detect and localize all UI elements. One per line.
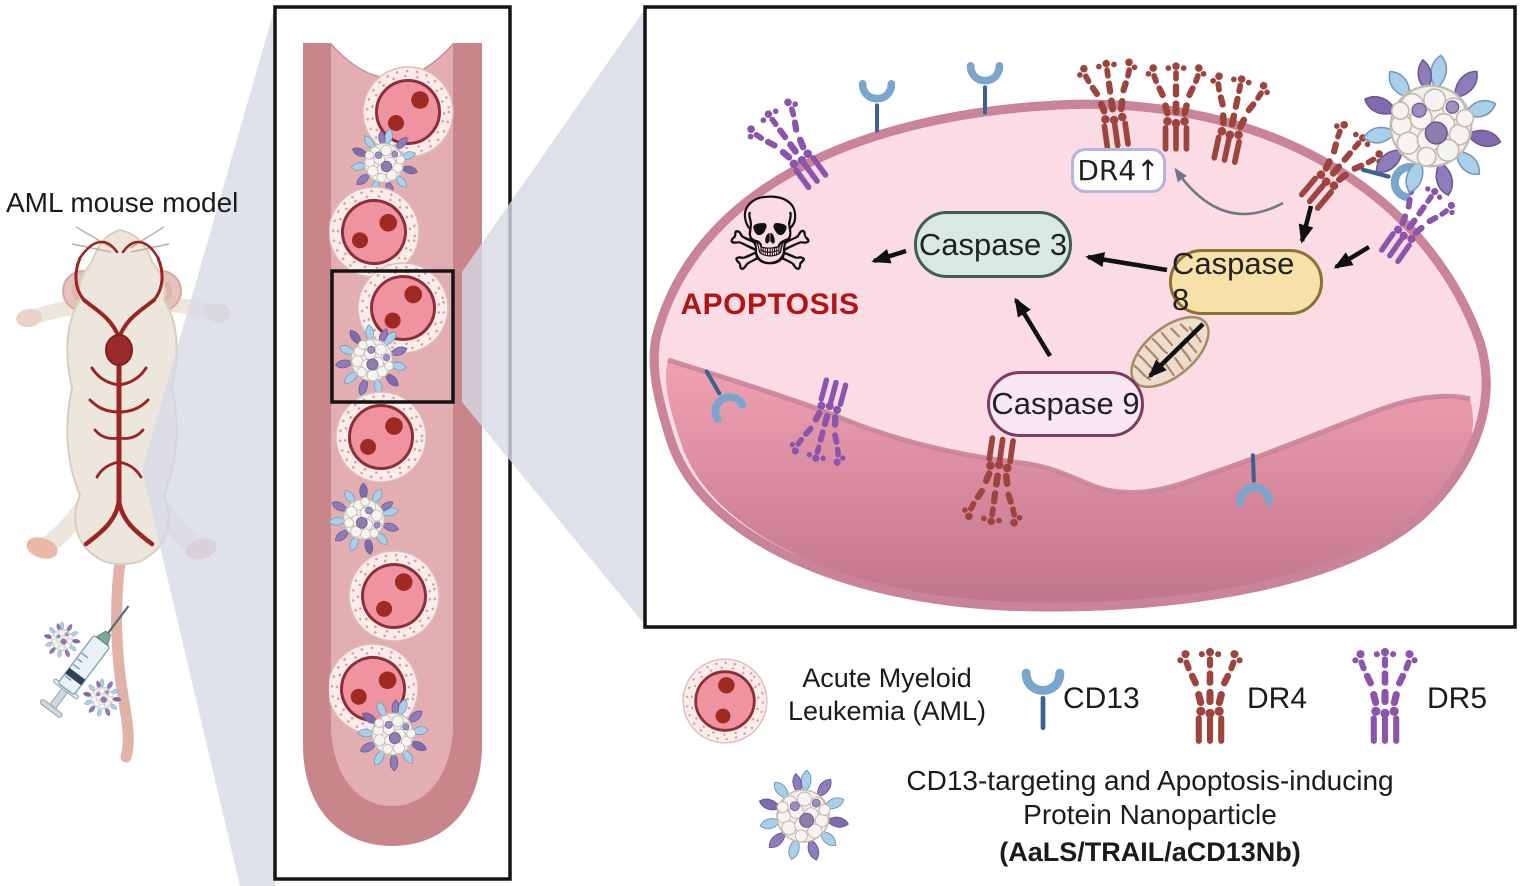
dr4-upregulated-badge: DR4↑ <box>1071 148 1166 193</box>
dr5-legend-icon <box>1352 648 1418 744</box>
projection-wedge-left <box>142 7 275 886</box>
blood-vessel-panel <box>273 5 512 881</box>
apoptosis-pathway-panel <box>643 5 1517 629</box>
cell-bottom-region <box>665 360 1474 604</box>
legend-cd13-label: CD13 <box>1063 682 1140 715</box>
caspase3-node: Caspase 3 <box>914 211 1072 278</box>
nanoparticle-icon <box>82 678 122 718</box>
legend-dr5-label: DR5 <box>1427 682 1488 715</box>
mouse-heart <box>105 334 133 366</box>
zoom-region-square <box>330 269 455 404</box>
dr4-upregulation-arrow <box>1174 167 1284 216</box>
syringe-icon <box>39 605 130 718</box>
legend-nanoparticle-name: (AaLS/TRAIL/aCD13Nb) <box>999 837 1301 867</box>
apoptosis-label: APOPTOSIS <box>680 288 860 321</box>
mouse-vasculature <box>74 240 164 547</box>
mouse-tail <box>111 550 134 763</box>
pathway-arrows <box>871 205 1371 378</box>
projection-wedge-right <box>462 9 645 625</box>
legend-aml-label: Acute Myeloid Leukemia (AML) <box>787 663 987 726</box>
mouse-model-title: AML mouse model <box>6 187 239 218</box>
legend-nanoparticle-caption: CD13-targeting and Apoptosis-inducing Pr… <box>906 765 1394 830</box>
nanoparticle-legend-icon <box>752 765 854 866</box>
aml-cell <box>361 65 455 159</box>
cd13-legend-icon <box>1026 673 1060 728</box>
legend-dr4-label: DR4 <box>1247 682 1308 715</box>
caspase9-node: Caspase 9 <box>987 371 1144 437</box>
dr4-legend-icon <box>1177 648 1243 744</box>
skull-icon: ☠ <box>724 176 816 295</box>
nanoparticle-icon <box>43 621 81 659</box>
caspase8-node: Caspase 8 <box>1169 246 1323 317</box>
